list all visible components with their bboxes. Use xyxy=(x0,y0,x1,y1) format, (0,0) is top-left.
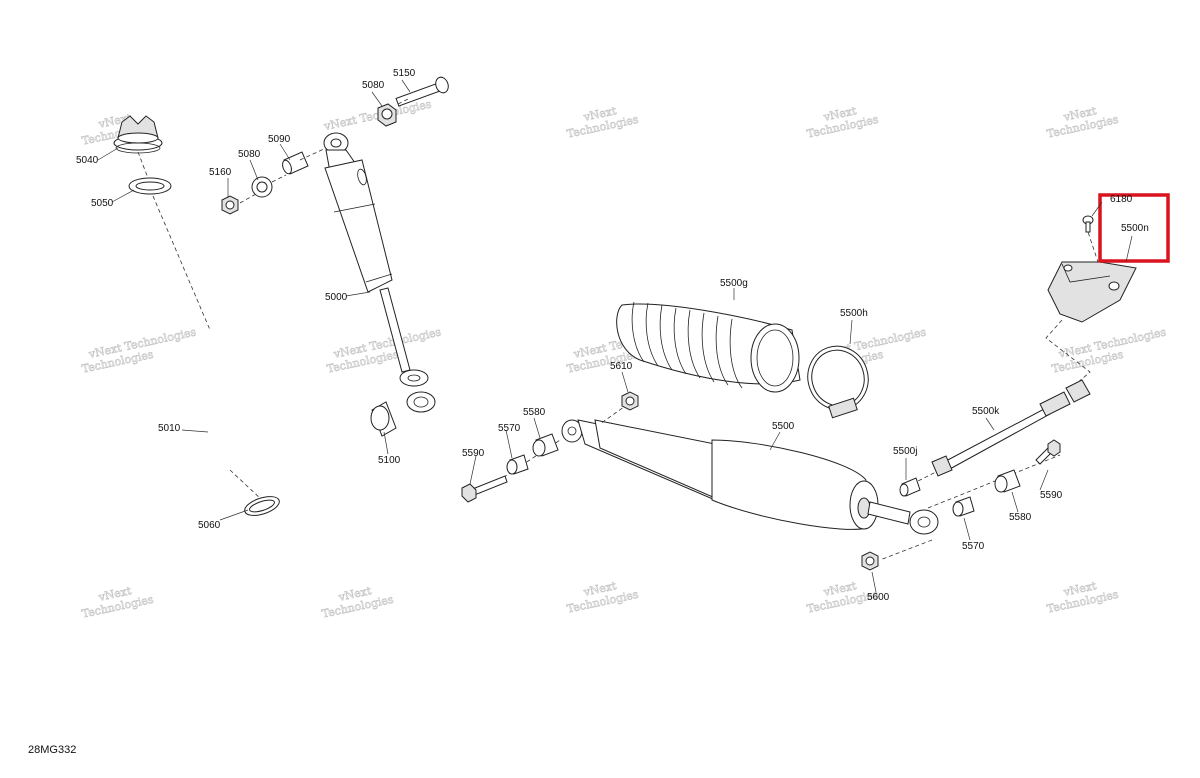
sleeve-5090[interactable] xyxy=(281,151,309,175)
watermark: vNext Technologies xyxy=(565,104,640,141)
label-5100[interactable]: 5100 xyxy=(378,455,401,466)
dust-boot-5500g[interactable] xyxy=(616,301,801,393)
label-5160[interactable]: 5160 xyxy=(209,167,232,178)
label-5580-right[interactable]: 5580 xyxy=(1009,512,1032,523)
label-5060[interactable]: 5060 xyxy=(198,520,221,531)
shock-5500-left-hardware xyxy=(461,391,639,503)
shock-5000[interactable] xyxy=(323,132,429,387)
watermark: vNext Technologies xyxy=(1045,104,1120,141)
svg-text:vNext Technologies: vNext Technologies xyxy=(322,97,433,133)
label-6180[interactable]: 6180 xyxy=(1110,194,1133,205)
label-5590-left[interactable]: 5590 xyxy=(462,448,485,459)
fitting-5500j[interactable] xyxy=(899,477,921,497)
bolt-5590-left[interactable] xyxy=(461,475,508,503)
watermark: vNext Technologies xyxy=(565,579,640,616)
screw-6180[interactable] xyxy=(1082,215,1094,233)
label-5010[interactable]: 5010 xyxy=(158,423,181,434)
spacer-5570-left[interactable] xyxy=(506,454,529,475)
nut-5610[interactable] xyxy=(621,391,639,411)
nut-5080-top[interactable] xyxy=(377,103,397,127)
bushing-5100[interactable] xyxy=(370,391,436,437)
nut-5160[interactable] xyxy=(221,195,239,215)
bracket-5500n[interactable] xyxy=(1047,261,1137,323)
label-5500k[interactable]: 5500k xyxy=(972,406,1000,417)
coil-spring-5010[interactable] xyxy=(186,321,261,472)
label-5000[interactable]: 5000 xyxy=(325,292,348,303)
shock-5500-right-hardware xyxy=(861,439,1061,571)
label-5080-top[interactable]: 5080 xyxy=(362,80,385,91)
bushing-5080[interactable] xyxy=(251,176,273,198)
watermarks: vNext Technologies vNext Technologies vN… xyxy=(80,97,1168,621)
label-5600[interactable]: 5600 xyxy=(867,592,890,603)
highlight-box xyxy=(1098,193,1170,263)
spring-assembly xyxy=(113,115,281,519)
bushing-5580-left[interactable] xyxy=(532,433,559,457)
shock-5000-assembly xyxy=(221,75,450,437)
watermark: vNext Technologies xyxy=(805,104,880,141)
clip-ring-5060[interactable] xyxy=(242,493,281,519)
part-labels: 5150 5080 5090 5080 5160 5040 5050 5000 … xyxy=(76,68,1149,603)
label-5590-right[interactable]: 5590 xyxy=(1040,490,1063,501)
label-5500j[interactable]: 5500j xyxy=(893,446,917,457)
bracket-5500n-assembly xyxy=(1045,215,1137,385)
nut-5600[interactable] xyxy=(861,551,879,571)
label-5050[interactable]: 5050 xyxy=(91,198,114,209)
retainer-cup-5040[interactable] xyxy=(113,115,163,154)
label-5500h[interactable]: 5500h xyxy=(840,308,868,319)
bolt-5150[interactable] xyxy=(395,75,450,107)
hose-5500k[interactable] xyxy=(931,379,1091,477)
watermark: vNext Technologies Technologies xyxy=(1050,325,1168,376)
leader-lines xyxy=(97,79,1133,593)
watermark: vNext Technologies xyxy=(1045,579,1120,616)
label-5610[interactable]: 5610 xyxy=(610,361,633,372)
label-5500g[interactable]: 5500g xyxy=(720,278,748,289)
bracket-axis xyxy=(1045,225,1099,385)
watermark: vNext Technologies Technologies xyxy=(80,325,198,376)
watermark: vNext Technologies xyxy=(80,584,155,621)
label-5580-left[interactable]: 5580 xyxy=(523,407,546,418)
spacer-5570-right[interactable] xyxy=(952,496,975,517)
diagram-id: 28MG332 xyxy=(28,744,77,756)
washer-5050[interactable] xyxy=(128,177,172,195)
label-5570-left[interactable]: 5570 xyxy=(498,423,521,434)
watermark: vNext Technologies xyxy=(322,97,434,133)
hose-clamp-5500h[interactable] xyxy=(800,338,877,419)
bolt-5590-right[interactable] xyxy=(1035,439,1061,465)
label-5080[interactable]: 5080 xyxy=(238,149,261,160)
label-5040[interactable]: 5040 xyxy=(76,155,99,166)
watermark: vNext Technologies xyxy=(320,584,395,621)
spring-axis-line xyxy=(137,151,211,331)
label-5500n[interactable]: 5500n xyxy=(1121,223,1149,234)
label-5500[interactable]: 5500 xyxy=(772,421,795,432)
bushing-5580-right[interactable] xyxy=(994,469,1021,493)
spring-axis-lower xyxy=(229,469,263,501)
right-hardware-axis xyxy=(879,454,1061,561)
label-5090[interactable]: 5090 xyxy=(268,134,291,145)
hardware-axis-lines xyxy=(239,97,411,204)
label-5570-right[interactable]: 5570 xyxy=(962,541,985,552)
label-5150[interactable]: 5150 xyxy=(393,68,416,79)
shock-5500[interactable] xyxy=(561,419,939,535)
watermark: vNext Technologies Technologies xyxy=(325,325,443,376)
